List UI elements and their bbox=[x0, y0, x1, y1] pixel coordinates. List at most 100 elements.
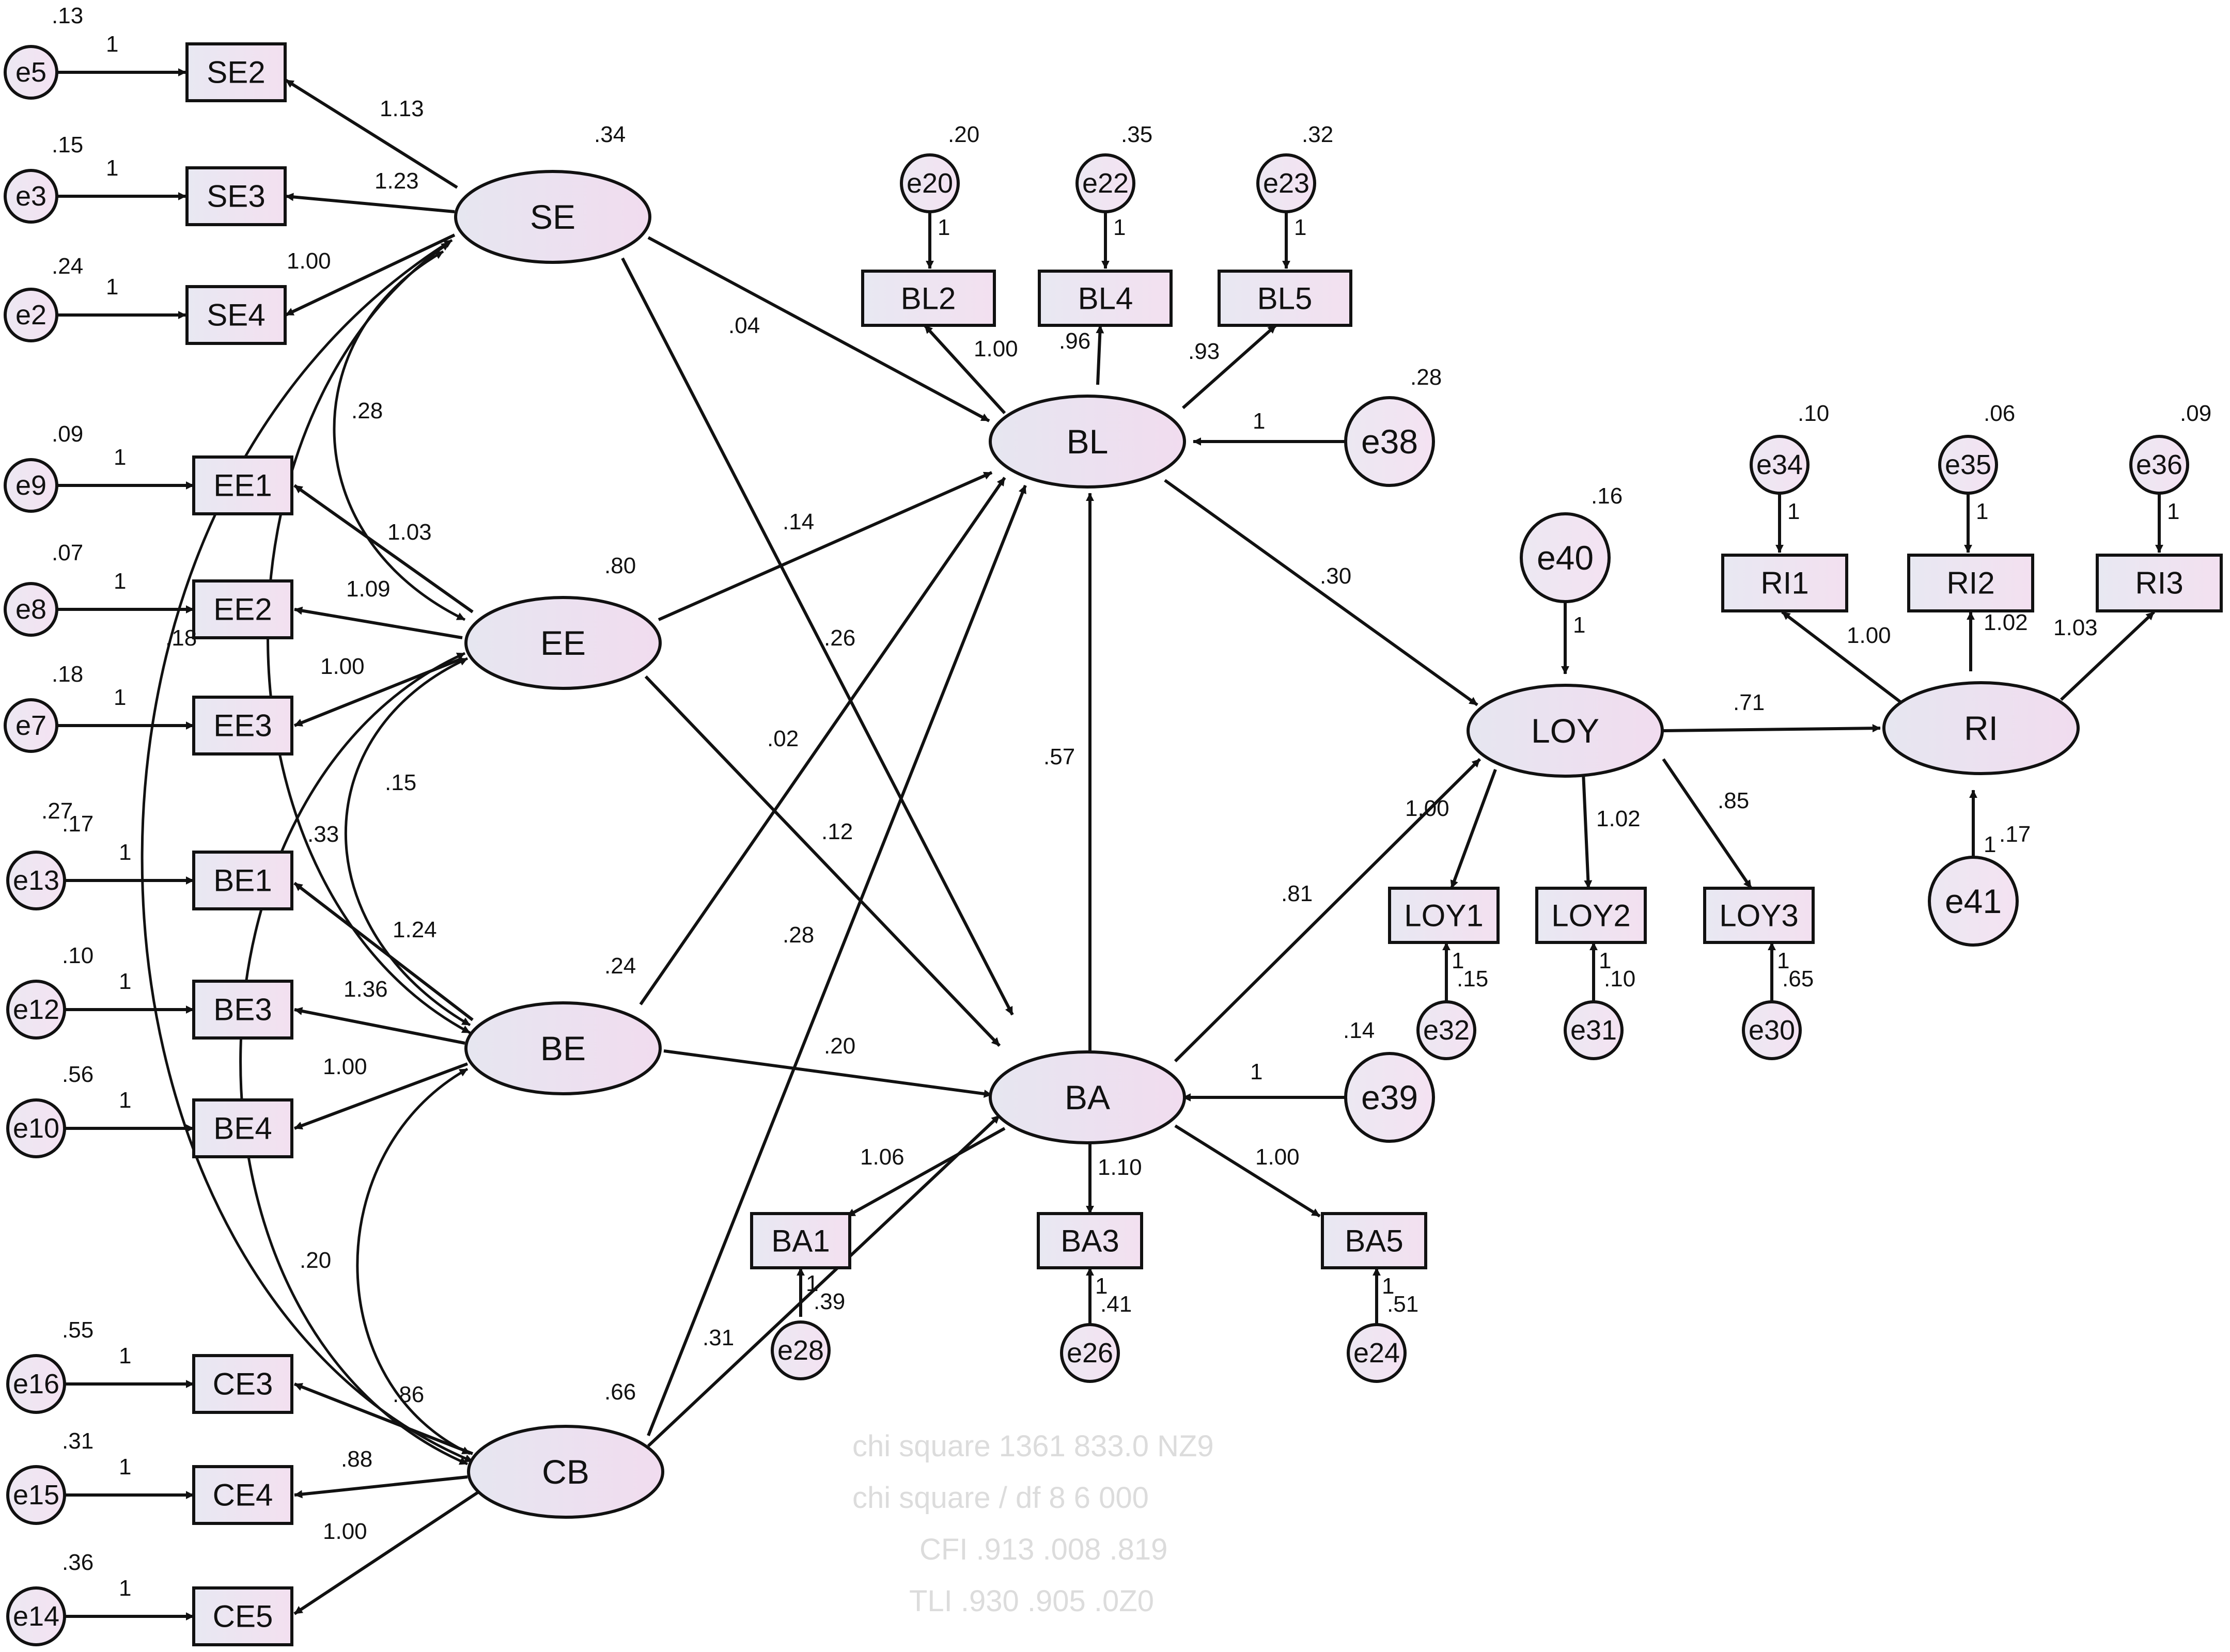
load-ee-ee2: 1.09 bbox=[346, 576, 391, 602]
err-e28-label: e28 bbox=[777, 1335, 824, 1366]
obs-se2-label: SE2 bbox=[207, 55, 265, 90]
obs-ri3-label: RI3 bbox=[2135, 566, 2183, 601]
load-ba-ba3: 1.10 bbox=[1098, 1155, 1142, 1180]
err-e26: e26 bbox=[1060, 1323, 1120, 1383]
load-be-be1: 1.24 bbox=[393, 917, 437, 942]
err-e24-label: e24 bbox=[1353, 1338, 1400, 1368]
coefficient-labels: .34 .80 .24 .66 .13 .15 .24 .09 .07 .18 … bbox=[41, 3, 2211, 1601]
var-ee: .80 bbox=[604, 553, 636, 578]
cov-se-be bbox=[267, 241, 471, 1034]
var-e23: .32 bbox=[1302, 122, 1333, 147]
var-e41: .17 bbox=[1999, 822, 2031, 847]
fit-statistics: chi square 1361 833.0 NZ9 chi square / d… bbox=[852, 1429, 1214, 1618]
cov-se-ee bbox=[333, 250, 466, 621]
latent-ba-label: BA bbox=[1065, 1078, 1110, 1116]
covariance-curves bbox=[141, 239, 473, 1466]
fixed-e8: 1 bbox=[114, 569, 126, 594]
fixed-e2: 1 bbox=[106, 274, 118, 300]
latent-variables: SE EE BE CB BL BA LOY RI bbox=[454, 170, 2080, 1519]
var-e5: .13 bbox=[52, 3, 83, 28]
var-e35: .06 bbox=[1984, 401, 2015, 426]
path-be-be1 bbox=[293, 882, 474, 1021]
var-e2: .24 bbox=[52, 254, 83, 279]
fixed-e22: 1 bbox=[1113, 215, 1126, 240]
coef-bl-loy: .30 bbox=[1320, 563, 1351, 589]
path-be-be3 bbox=[294, 1007, 465, 1045]
path-bl-bl2 bbox=[923, 324, 1006, 415]
path-bl-loy bbox=[1164, 479, 1478, 706]
err-e10-label: e10 bbox=[13, 1113, 59, 1144]
err-e15: e15 bbox=[6, 1465, 66, 1525]
fixed-e10: 1 bbox=[119, 1088, 131, 1113]
var-e36: .09 bbox=[2180, 401, 2211, 426]
obs-loy3-label: LOY3 bbox=[1719, 899, 1798, 933]
load-loy-loy1: 1.00 bbox=[1405, 796, 1449, 821]
obs-ba3: BA3 bbox=[1037, 1212, 1143, 1269]
var-e12: .10 bbox=[62, 943, 93, 968]
cov-se-cb bbox=[141, 239, 473, 1463]
path-ee-ee3 bbox=[293, 657, 463, 727]
fit-line-3: CFI .913 .008 .819 bbox=[919, 1533, 1167, 1566]
err-e20-label: e20 bbox=[907, 168, 953, 199]
var-e30: .65 bbox=[1782, 966, 1814, 992]
fixed-e41: 1 bbox=[1984, 832, 1996, 857]
err-e32: e32 bbox=[1416, 1000, 1476, 1060]
err-e35-label: e35 bbox=[1945, 449, 1991, 480]
cov-label-ee-be: .15 bbox=[385, 770, 416, 795]
var-e22: .35 bbox=[1121, 122, 1152, 147]
err-e41-label: e41 bbox=[1945, 882, 2002, 920]
obs-bl5: BL5 bbox=[1218, 270, 1352, 327]
latent-ri: RI bbox=[1882, 681, 2080, 775]
obs-ri2: RI2 bbox=[1907, 554, 2034, 612]
fixed-e30: 1 bbox=[1777, 948, 1789, 973]
load-ri-ri3: 1.03 bbox=[2053, 615, 2098, 640]
load-ee-ee1: 1.03 bbox=[387, 520, 432, 545]
load-ri-ri2: 1.02 bbox=[1984, 610, 2028, 635]
obs-loy2-label: LOY2 bbox=[1551, 899, 1630, 933]
path-se-ba bbox=[621, 257, 1014, 1016]
path-be-ba bbox=[663, 1049, 992, 1098]
coef-cb-bl: .28 bbox=[783, 922, 814, 948]
obs-bl2: BL2 bbox=[861, 270, 996, 327]
latent-be-label: BE bbox=[540, 1029, 586, 1067]
err-e30-label: e30 bbox=[1749, 1015, 1795, 1046]
load-se-se4: 1.00 bbox=[287, 248, 331, 274]
err-e13-label: e13 bbox=[13, 865, 59, 896]
err-e26-label: e26 bbox=[1067, 1338, 1113, 1368]
obs-ce5: CE5 bbox=[192, 1586, 293, 1646]
err-e8: e8 bbox=[4, 582, 58, 637]
coef-se-bl: .04 bbox=[728, 313, 760, 338]
load-loy-loy2: 1.02 bbox=[1596, 806, 1641, 831]
err-e24: e24 bbox=[1347, 1323, 1407, 1383]
obs-ee1-label: EE1 bbox=[213, 468, 272, 503]
path-se-se2 bbox=[285, 78, 458, 189]
var-e39: .14 bbox=[1343, 1018, 1375, 1043]
obs-ba5: BA5 bbox=[1321, 1212, 1427, 1269]
err-e23: e23 bbox=[1256, 153, 1316, 213]
fixed-e39: 1 bbox=[1250, 1059, 1262, 1084]
observed-variables: SE2 SE3 SE4 EE1 EE2 EE3 BE1 BE3 BE4 CE3 … bbox=[185, 42, 2223, 1646]
obs-be4: BE4 bbox=[192, 1098, 293, 1158]
cov-label-se-ee: .28 bbox=[351, 398, 383, 423]
fit-line-4: TLI .930 .905 .0Z0 bbox=[909, 1584, 1154, 1618]
obs-ee1: EE1 bbox=[192, 455, 293, 515]
coef-be-ba: .20 bbox=[824, 1033, 855, 1059]
path-loy-loy3 bbox=[1662, 758, 1753, 889]
latent-se: SE bbox=[454, 170, 651, 264]
obs-be3-label: BE3 bbox=[213, 993, 272, 1027]
var-e28: .39 bbox=[814, 1289, 845, 1314]
err-e41: e41 bbox=[1928, 856, 2019, 947]
obs-bl4-label: BL4 bbox=[1078, 281, 1133, 316]
load-se-se2: 1.13 bbox=[380, 96, 424, 121]
coef-cb-ba: .31 bbox=[703, 1325, 734, 1350]
err-e3-label: e3 bbox=[15, 181, 46, 212]
extra-label-17: .17 bbox=[62, 811, 93, 837]
coef-ee-ba: .12 bbox=[821, 819, 853, 844]
latent-ba: BA bbox=[989, 1050, 1186, 1144]
path-bl-bl5 bbox=[1182, 324, 1277, 410]
path-loy-loy1 bbox=[1450, 768, 1497, 889]
err-e13: e13 bbox=[6, 851, 66, 910]
load-cb-ce5: 1.00 bbox=[323, 1519, 367, 1544]
obs-bl5-label: BL5 bbox=[1257, 281, 1313, 316]
